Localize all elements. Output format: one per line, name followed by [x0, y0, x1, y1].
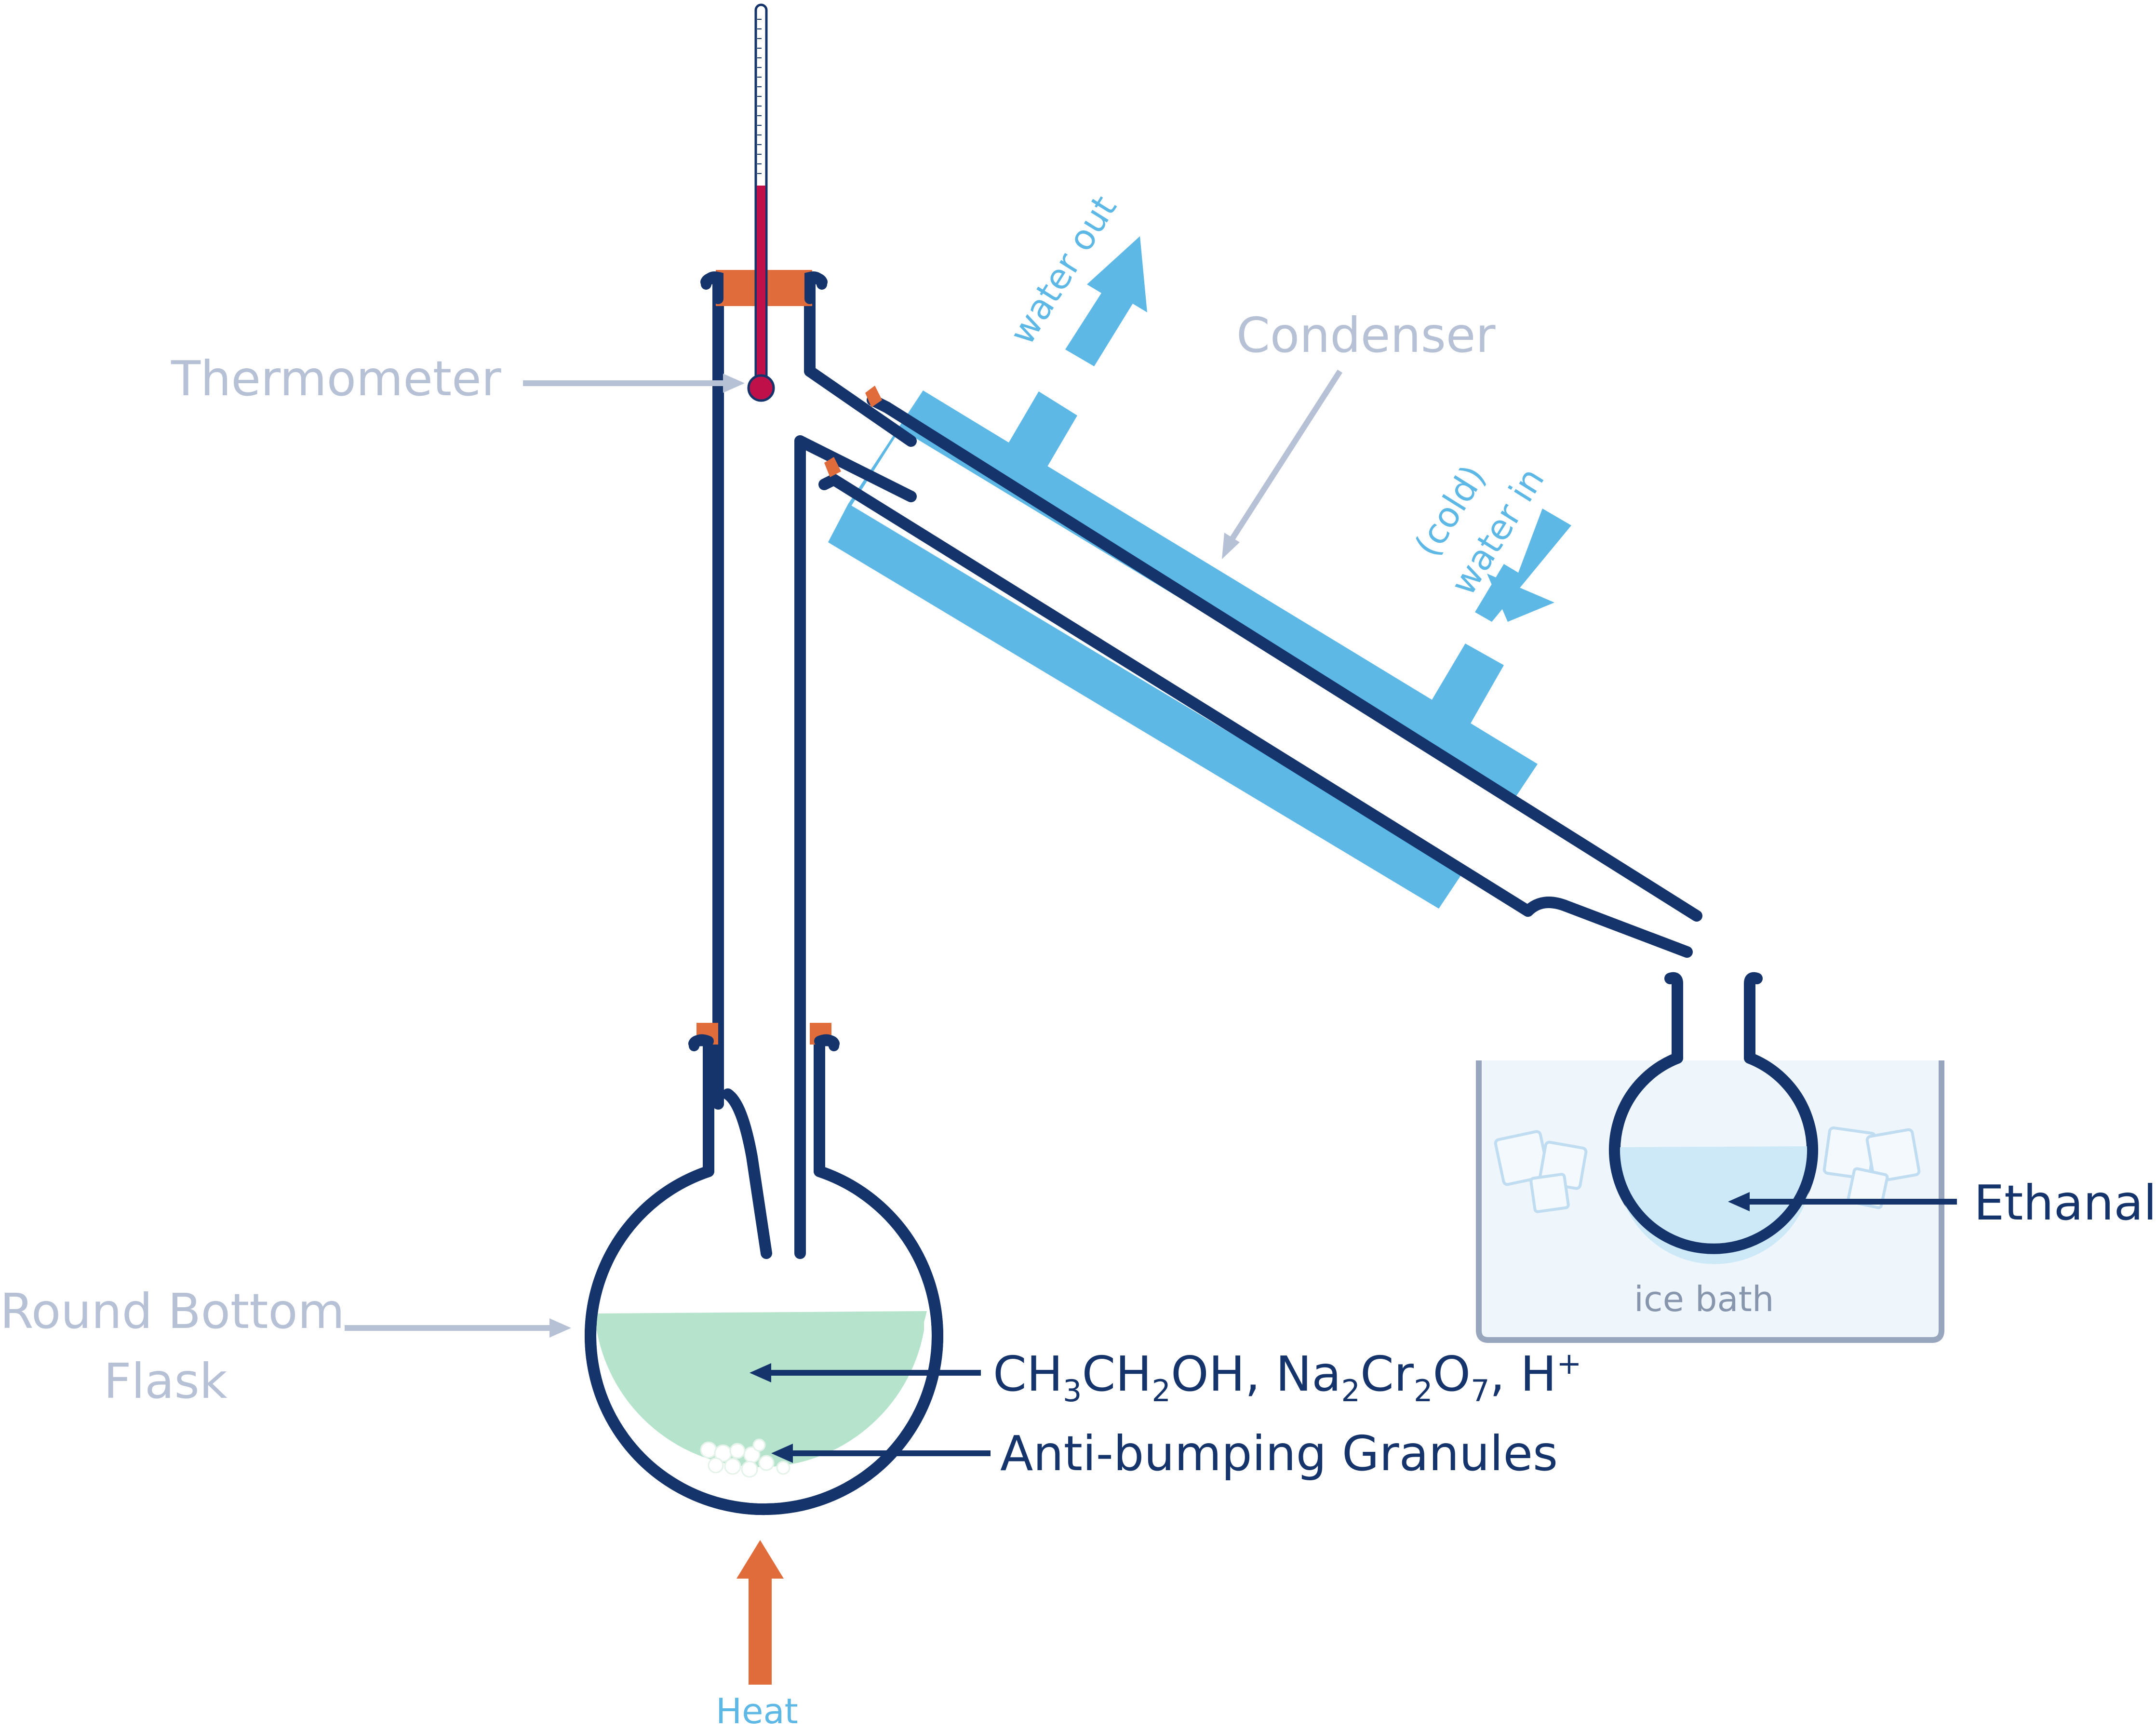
reagent-oh: OH, Na	[1171, 1346, 1341, 1402]
ice-bath-label: ice bath	[1634, 1279, 1774, 1319]
navy-pointers	[750, 1192, 1957, 1463]
reagent-o: O	[1433, 1346, 1471, 1402]
thermometer	[747, 3, 775, 402]
reagent-ch2: CH	[1082, 1346, 1152, 1402]
heat-label: Heat	[716, 1691, 798, 1729]
stopper-lips	[689, 271, 839, 1051]
grey-pointers	[345, 369, 1343, 1338]
reagent-sub7: 7	[1471, 1373, 1489, 1408]
reagent-sub2a: 2	[1152, 1373, 1171, 1408]
condenser-label: Condenser	[1236, 307, 1496, 363]
reagent-sub3: 3	[1063, 1373, 1082, 1408]
reagent-plus: +	[1556, 1346, 1581, 1381]
thermometer-label: Thermometer	[171, 350, 502, 407]
round-bottom-label-line1: Round Bottom	[0, 1283, 345, 1340]
reagent-h: , H	[1490, 1346, 1557, 1402]
heat-arrow	[737, 1540, 784, 1685]
reagent-sub2c: 2	[1414, 1373, 1433, 1408]
reagent-sub2b: 2	[1341, 1373, 1360, 1408]
ice-cubes	[1494, 1126, 1921, 1213]
receiver-outline	[1609, 1053, 1818, 1254]
flask-outline	[585, 1166, 943, 1515]
reagent-cr: Cr	[1360, 1346, 1414, 1402]
reagent-ch: CH	[993, 1346, 1063, 1402]
round-bottom-label-line2: Flask	[104, 1353, 228, 1409]
ethanal-label: Ethanal	[1974, 1175, 2156, 1231]
anti-bumping-granules	[700, 1438, 790, 1478]
granules-label: Anti-bumping Granules	[1000, 1425, 1558, 1482]
reagents-label: CH3CH2OH, Na2Cr2O7, H+	[993, 1346, 1581, 1408]
